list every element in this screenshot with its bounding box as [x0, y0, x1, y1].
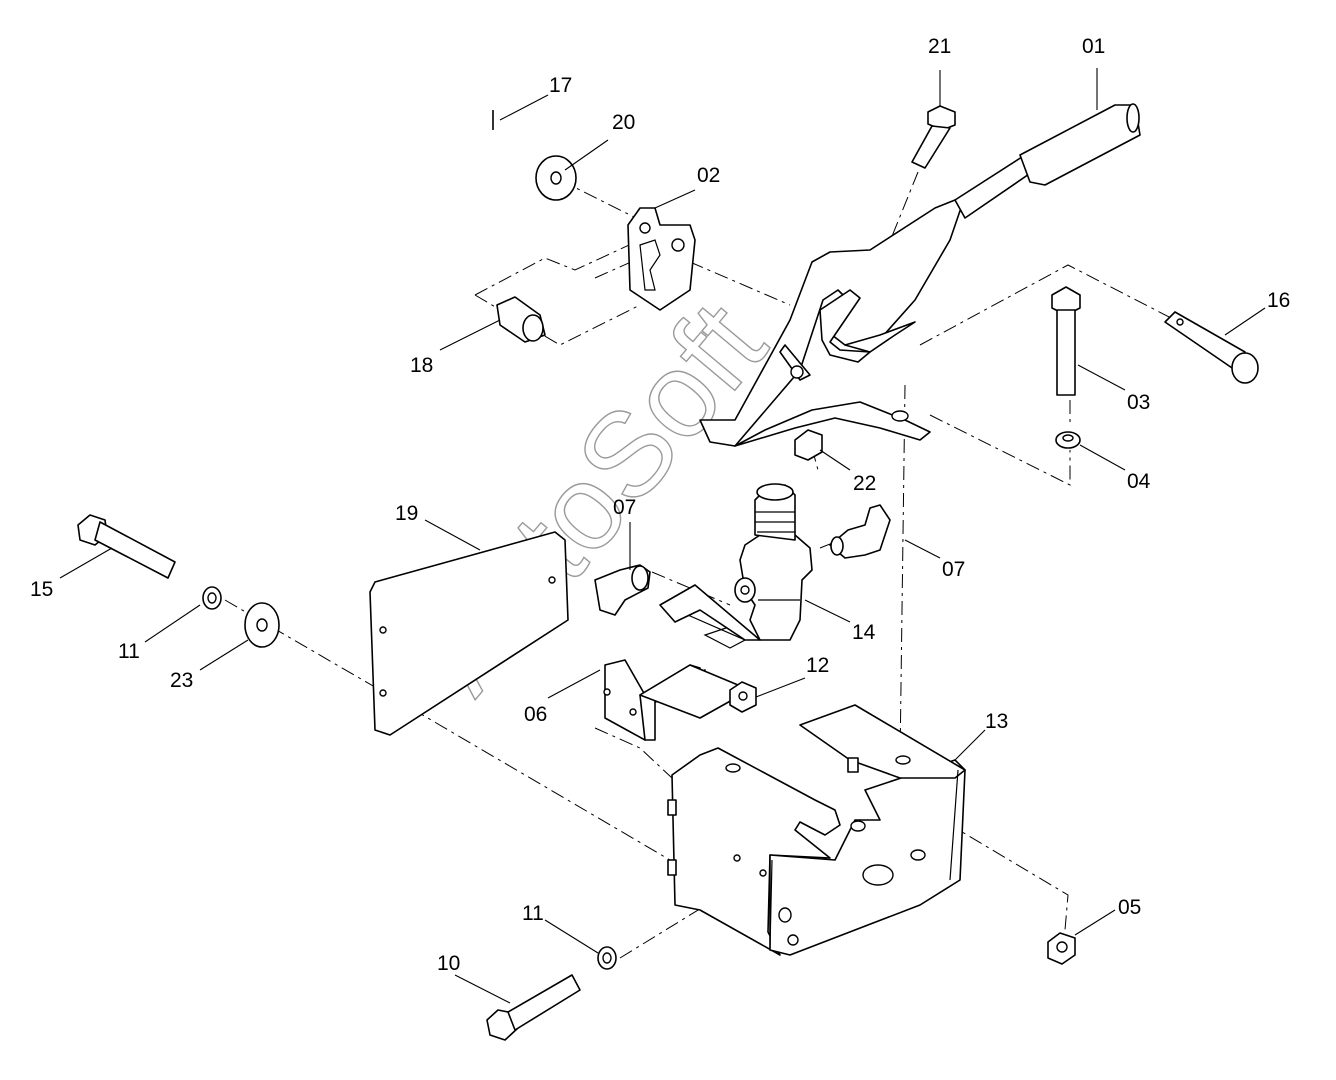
- long-bolt-part-03: [1051, 286, 1081, 396]
- nut-part-22: [794, 429, 823, 461]
- washer-part-20: [535, 155, 577, 201]
- label-02: 02: [697, 164, 720, 187]
- lever-handle-part-01: [699, 103, 1141, 447]
- brake-valve-part-14: [734, 483, 813, 641]
- label-03: 03: [1127, 391, 1150, 414]
- label-12: 12: [806, 654, 829, 677]
- label-14: 14: [852, 621, 876, 644]
- label-22: 22: [853, 472, 876, 495]
- lock-washer-part-11-upper: [202, 586, 222, 610]
- elbow-fitting-part-07-left: [594, 564, 651, 616]
- label-16: 16: [1267, 289, 1290, 312]
- clevis-part-02: [627, 207, 696, 311]
- label-19: 19: [395, 502, 418, 525]
- bolt-part-15: [77, 514, 176, 579]
- lock-washer-part-11-lower: [597, 946, 617, 970]
- label-05: 05: [1118, 896, 1141, 919]
- label-23: 23: [170, 669, 193, 692]
- label-21: 21: [928, 35, 951, 58]
- cover-plate-part-19: [369, 531, 569, 736]
- label-11-lower: 11: [522, 902, 544, 925]
- washer-part-04: [1055, 431, 1081, 449]
- label-13: 13: [985, 710, 1008, 733]
- label-15: 15: [30, 578, 53, 601]
- nut-part-12: [729, 681, 757, 713]
- label-11-upper: 11: [118, 640, 140, 663]
- part-number-labels: 01 21 17 20 02 16 18 03 04 22 19 07 07 1…: [30, 35, 1290, 975]
- leader-lines: [59, 68, 1266, 1004]
- elbow-fitting-part-07-right: [829, 504, 891, 559]
- label-07-left: 07: [613, 496, 636, 519]
- bolt-part-10: [486, 974, 581, 1041]
- label-10: 10: [437, 952, 460, 975]
- label-06: 06: [524, 703, 547, 726]
- bushing-part-18: [496, 296, 546, 343]
- washer-part-23: [244, 602, 280, 648]
- bolt-part-21: [911, 105, 956, 169]
- clevis-pin-part-16: [1164, 311, 1259, 384]
- label-01: 01: [1082, 35, 1105, 58]
- label-18: 18: [410, 354, 433, 377]
- label-17: 17: [549, 74, 572, 97]
- label-07-right: 07: [942, 558, 965, 581]
- label-20: 20: [612, 111, 635, 134]
- mounting-bracket-part-13: [667, 704, 966, 956]
- bracket-part-06: [603, 584, 761, 741]
- nut-part-05: [1047, 932, 1076, 965]
- label-04: 04: [1127, 470, 1151, 493]
